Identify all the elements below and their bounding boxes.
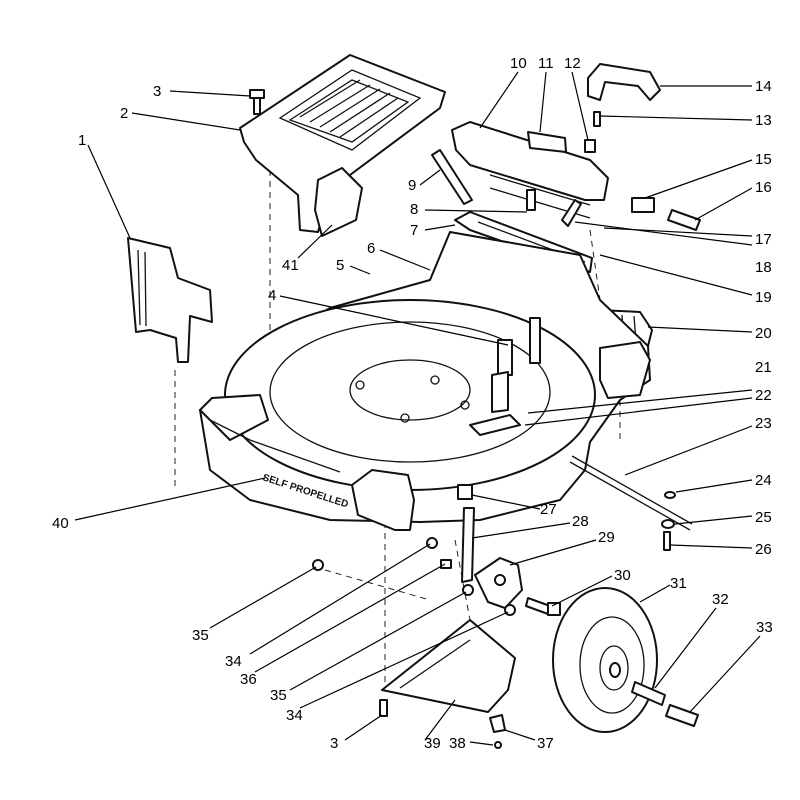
callout-20: 20 <box>755 325 772 342</box>
callout-5: 5 <box>336 257 344 274</box>
mower-deck: SELF PROPELLED <box>199 231 651 523</box>
callout-9: 9 <box>408 177 416 194</box>
callout-30: 30 <box>614 567 631 584</box>
handle-grip <box>587 63 661 101</box>
callout-34-upper: 34 <box>225 653 242 670</box>
alignment-lines <box>174 148 621 690</box>
callout-8: 8 <box>410 201 418 218</box>
callout-16: 16 <box>755 179 772 196</box>
callout-31: 31 <box>670 575 687 592</box>
callout-3-lower: 3 <box>330 735 338 752</box>
wheel <box>552 587 658 733</box>
callout-21: 21 <box>755 359 772 376</box>
height-adjuster-arm <box>457 484 475 583</box>
callout-25: 25 <box>755 509 772 526</box>
callout-15: 15 <box>755 151 772 168</box>
callout-37: 37 <box>537 735 554 752</box>
callout-22: 22 <box>755 387 772 404</box>
callout-18: 18 <box>755 259 772 276</box>
leader-lines <box>74 71 761 746</box>
wheel-axle-bolt <box>631 681 699 727</box>
callout-12: 12 <box>564 55 581 72</box>
rear-axle <box>569 455 693 531</box>
callout-24: 24 <box>755 472 772 489</box>
callout-6: 6 <box>367 240 375 257</box>
callout-13: 13 <box>755 112 772 129</box>
bushing-and-shaft <box>631 197 701 231</box>
callout-35-lower: 35 <box>270 687 287 704</box>
callout-41: 41 <box>282 257 299 274</box>
callout-38: 38 <box>449 735 466 752</box>
callout-14: 14 <box>755 78 772 95</box>
callout-32: 32 <box>712 591 729 608</box>
callout-4: 4 <box>268 287 276 304</box>
callout-7: 7 <box>410 222 418 239</box>
wheel-bolt <box>525 597 561 616</box>
callout-34-lower: 34 <box>286 707 303 724</box>
axle-hardware <box>661 491 676 551</box>
callout-26: 26 <box>755 541 772 558</box>
callout-11: 11 <box>538 55 554 72</box>
callout-29: 29 <box>598 529 615 546</box>
wheel-bracket <box>474 557 523 609</box>
callout-33: 33 <box>756 619 773 636</box>
callout-28: 28 <box>572 513 589 530</box>
callout-23: 23 <box>755 415 772 432</box>
callout-2: 2 <box>120 105 128 122</box>
callout-36: 36 <box>240 671 257 688</box>
callout-35-upper: 35 <box>192 627 209 644</box>
callout-3: 3 <box>153 83 161 100</box>
pins <box>584 111 601 153</box>
bracket-fasteners <box>526 189 582 227</box>
front-right-corner <box>351 341 651 531</box>
front-left-corner <box>199 394 341 473</box>
top-cover <box>239 54 446 237</box>
callout-numbers: 1 2 3 4 5 6 7 8 9 10 11 12 14 13 15 16 1… <box>52 55 773 752</box>
callout-17: 17 <box>755 231 772 248</box>
grille-pattern <box>299 79 399 138</box>
lower-fasteners <box>379 699 506 749</box>
callout-27: 27 <box>540 501 557 518</box>
screw-top <box>249 89 265 115</box>
cable-rod <box>431 149 473 205</box>
callout-1: 1 <box>78 132 86 149</box>
callout-10: 10 <box>510 55 527 72</box>
callout-19: 19 <box>755 289 772 306</box>
callout-40: 40 <box>52 515 69 532</box>
rear-guard <box>381 619 516 713</box>
callout-39: 39 <box>424 735 441 752</box>
decal <box>527 131 567 153</box>
handle-bracket <box>451 121 609 219</box>
rear-baffle <box>127 237 213 363</box>
